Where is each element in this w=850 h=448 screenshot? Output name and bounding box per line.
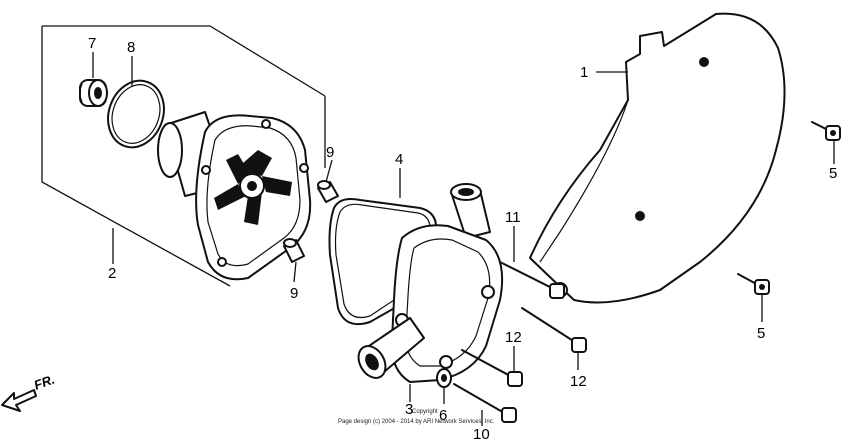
footer-copyright: Copyright Page design (c) 2004 - 2014 by… [338, 409, 495, 425]
bearing-part[interactable] [79, 79, 108, 107]
front-arrow-icon [1, 389, 37, 412]
callouts: 7 8 2 9 9 4 1 5 5 11 12 12 3 6 10 [88, 35, 837, 443]
callout-12-left: 12 [505, 329, 522, 346]
pump-assembly-outline [41, 25, 326, 287]
callout-9-upper: 9 [326, 144, 334, 161]
bolt-5-lower[interactable] [737, 273, 770, 295]
callout-4: 4 [395, 151, 403, 168]
front-direction-indicator: FR. [1, 372, 57, 412]
water-pump-body[interactable] [157, 111, 312, 281]
bolt-10[interactable] [453, 383, 517, 423]
callout-9-lower: 9 [290, 285, 298, 302]
outer-cover-part[interactable] [529, 12, 786, 304]
callout-2: 2 [108, 265, 116, 282]
callout-10: 10 [473, 426, 490, 443]
leader-lines [92, 52, 835, 426]
pump-cover-part[interactable] [353, 183, 504, 383]
bolt-11[interactable] [499, 261, 565, 299]
callout-7: 7 [88, 35, 96, 52]
washer-part[interactable] [436, 368, 452, 388]
dowel-pin-upper[interactable] [317, 180, 339, 203]
callout-5-lower: 5 [757, 325, 765, 342]
callout-1: 1 [580, 64, 588, 81]
footer-line-2: Page design (c) 2004 - 2014 by ARI Netwo… [338, 419, 495, 425]
callout-3: 3 [405, 401, 413, 418]
callout-6: 6 [439, 407, 447, 424]
callout-8: 8 [127, 39, 135, 56]
callout-11: 11 [505, 209, 521, 226]
bolt-5-upper[interactable] [811, 121, 841, 141]
o-ring-part[interactable] [99, 73, 173, 155]
dowel-pin-lower[interactable] [283, 238, 305, 263]
callout-12-right: 12 [570, 373, 587, 390]
bolt-12-left[interactable] [461, 349, 523, 387]
bolt-12-right[interactable] [521, 307, 587, 353]
callout-5-upper: 5 [829, 165, 837, 182]
footer-line-1: Copyright [412, 409, 438, 415]
front-label: FR. [32, 372, 57, 393]
